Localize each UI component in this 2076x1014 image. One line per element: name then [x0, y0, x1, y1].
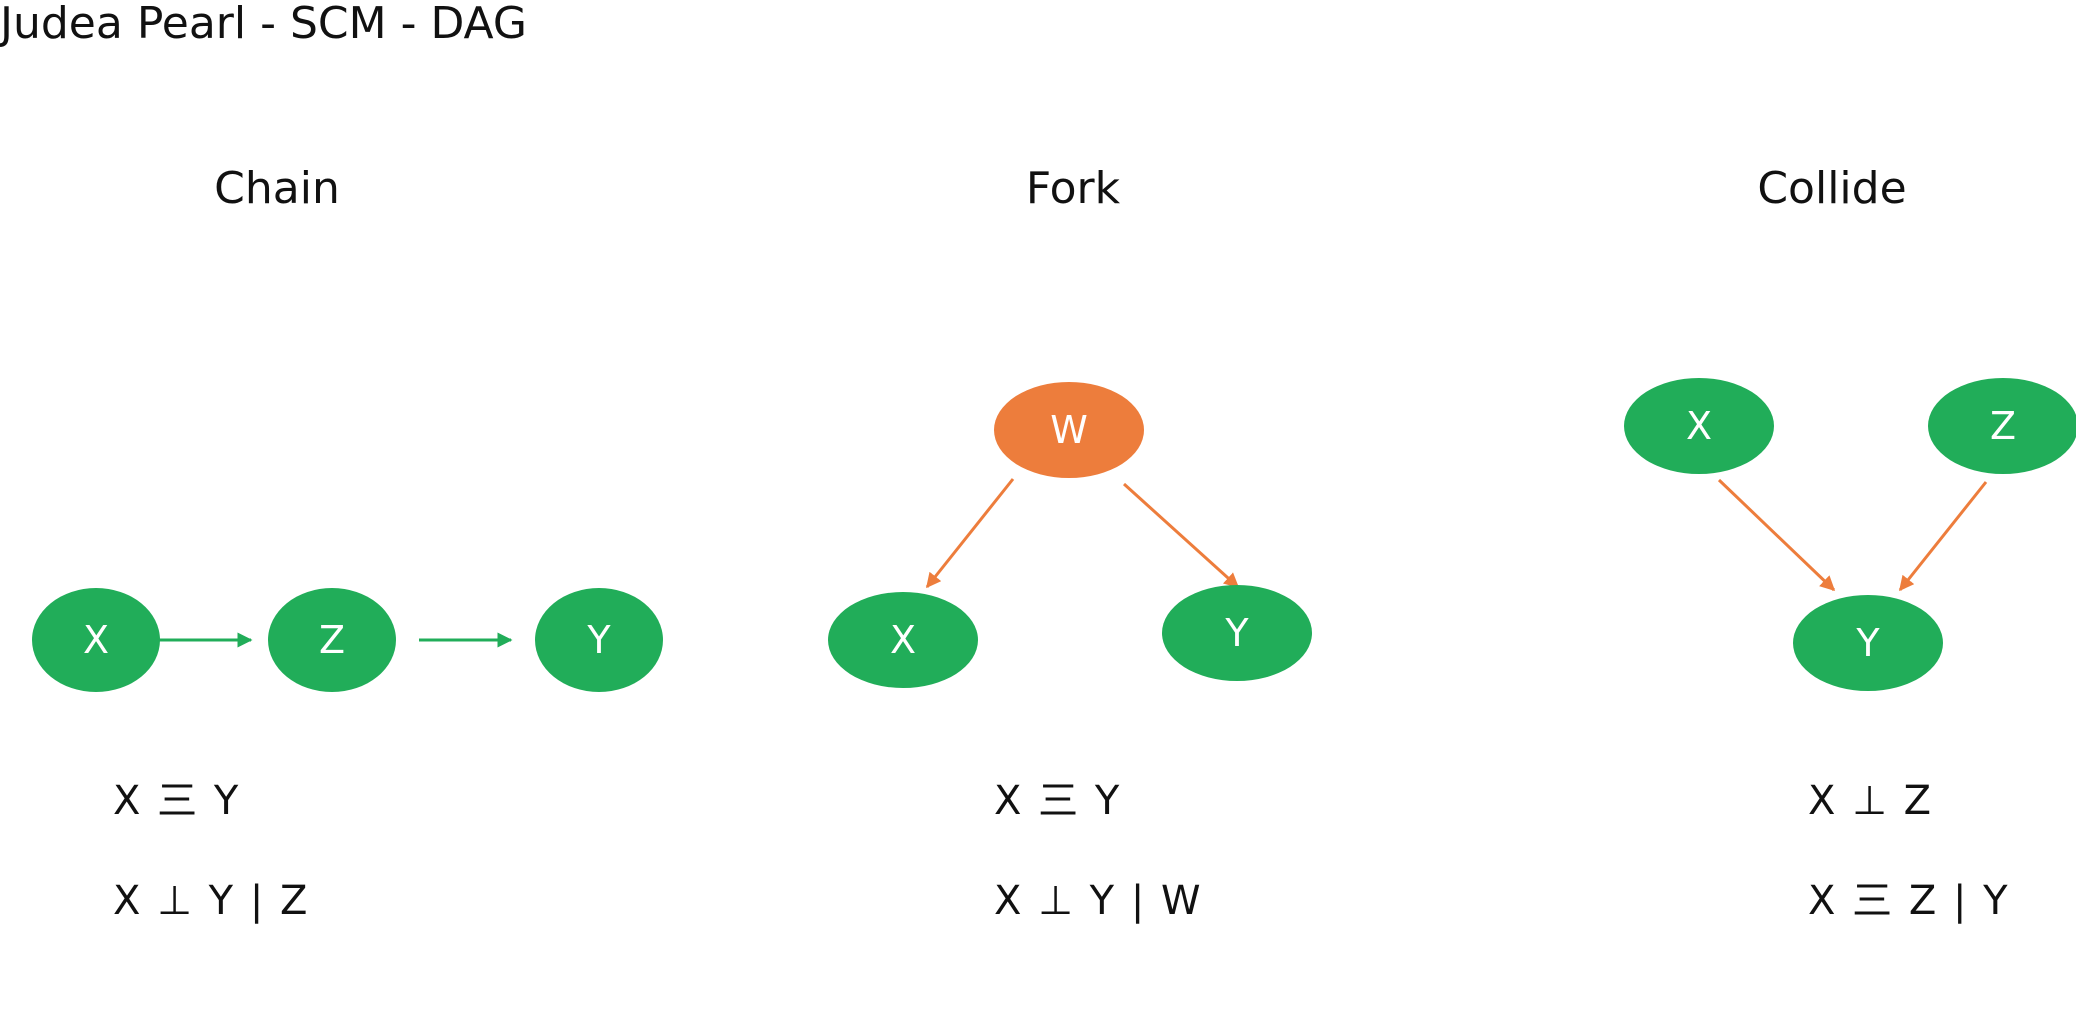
collide-formula-1: X ⊥ Z: [1808, 778, 1934, 824]
chain-node-z-label: Z: [319, 618, 345, 662]
fork-diagram: W X Y: [828, 382, 1312, 688]
collide-node-x-label: X: [1686, 404, 1712, 448]
page-title: Judea Pearl - SCM - DAG: [0, 0, 527, 49]
fork-node-w-label: W: [1050, 408, 1088, 452]
fork-formula-2: X ⊥ Y | W: [994, 878, 1203, 924]
collide-diagram: X Z Y: [1624, 378, 2076, 691]
fork-node-y: [1162, 585, 1312, 681]
collide-formula-2: X 三 Z | Y: [1808, 878, 2010, 924]
chain-node-x: [32, 588, 160, 692]
fork-edge-w-y: [1122, 482, 1240, 589]
fork-title: Fork: [1025, 163, 1121, 214]
fork-formula-1: X 三 Y: [994, 778, 1122, 824]
fork-node-x: [828, 592, 978, 688]
fork-node-x-label: X: [890, 618, 916, 662]
collide-node-z-label: Z: [1990, 404, 2016, 448]
chain-title: Chain: [214, 163, 340, 214]
fork-node-w: [994, 382, 1144, 478]
chain-diagram: X Z Y: [32, 588, 663, 692]
chain-formula-1: X 三 Y: [113, 778, 241, 824]
collide-node-y: [1793, 595, 1943, 691]
chain-node-y: [535, 588, 663, 692]
chain-node-y-label: Y: [586, 618, 611, 662]
fork-node-y-label: Y: [1224, 611, 1249, 655]
collide-node-x: [1624, 378, 1774, 474]
collide-edge-x-y: [1717, 478, 1836, 592]
collide-node-y-label: Y: [1855, 621, 1880, 665]
fork-edge-w-x: [925, 478, 1015, 589]
chain-formula-2: X ⊥ Y | Z: [113, 878, 310, 924]
chain-node-z: [268, 588, 396, 692]
collide-edge-z-y: [1898, 481, 1988, 592]
collide-title: Collide: [1757, 163, 1907, 214]
chain-node-x-label: X: [83, 618, 109, 662]
collide-node-z: [1928, 378, 2076, 474]
